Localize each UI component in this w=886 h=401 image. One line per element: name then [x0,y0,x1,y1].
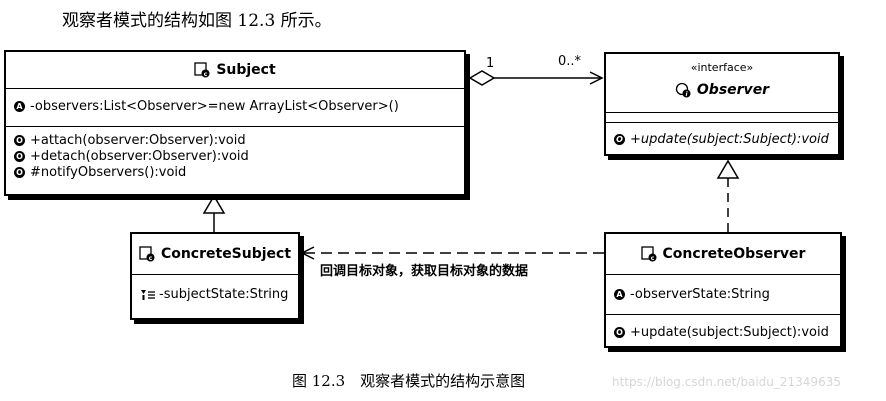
subject-generalization-head [202,194,226,214]
concrete-subject-attribute: -subjectState:String [140,287,288,302]
subject-class[interactable]: c Subject A -observers:List<Observer>=ne… [4,50,466,196]
operation-visibility-icon: O [14,167,25,178]
watermark: https://blog.csdn.net/baidu_21349635 [612,375,841,389]
observer-interface[interactable]: «interface» i Observer O +update(subject… [604,52,840,156]
observer-attributes [606,112,838,122]
observer-realization-head [716,159,740,179]
association-arrowhead [589,71,604,85]
concrete-observer-operation-text: +update(subject:Subject):void [630,325,829,340]
concrete-subject-class[interactable]: c ConcreteSubject -subjectState:String [130,232,300,320]
dependency-arrowhead [300,246,315,260]
target-multiplicity: 0..* [558,54,582,69]
operation-visibility-icon: O [14,151,25,162]
field-list-icon [141,289,155,300]
subject-operation: O #notifyObservers():void [14,165,186,180]
svg-text:c: c [204,71,208,78]
subject-attribute-text: -observers:List<Observer>=new ArrayList<… [30,99,399,114]
concrete-observer-attributes: A -observerState:String [606,274,840,314]
subject-operations: O +attach(observer:Observer):void O +det… [6,126,464,196]
subject-attributes: A -observers:List<Observer>=new ArrayLis… [6,88,464,126]
subject-operation-text: #notifyObservers():void [30,165,187,180]
svg-text:i: i [685,91,688,98]
class-icon: c [139,246,155,262]
interface-icon: i [675,82,691,98]
private-visibility-icon: A [14,101,25,112]
subject-operation: O +attach(observer:Observer):void [14,133,246,148]
observer-header: i Observer [606,78,838,102]
operation-visibility-icon: O [614,134,625,145]
concrete-observer-operations: O +update(subject:Subject):void [606,314,840,348]
subject-attribute: A -observers:List<Observer>=new ArrayLis… [14,99,399,114]
subject-operation-text: +attach(observer:Observer):void [30,133,246,148]
concrete-observer-attribute: A -observerState:String [614,287,770,302]
concrete-subject-attributes: -subjectState:String [132,274,298,318]
observer-operations: O +update(subject:Subject):void [606,122,838,156]
subject-operation-text: +detach(observer:Observer):void [30,149,249,164]
class-icon: c [640,246,657,262]
subject-operation: O +detach(observer:Observer):void [14,149,249,164]
operation-visibility-icon: O [614,327,625,338]
concrete-observer-name: ConcreteObserver [662,246,806,262]
subject-header: c Subject [6,52,464,88]
concrete-observer-header: c ConcreteObserver [606,234,840,274]
intro-text: 观察者模式的结构如图 12.3 所示。 [62,11,332,31]
private-visibility-icon: A [614,289,625,300]
operation-visibility-icon: O [14,135,25,146]
observer-operation-text: +update(subject:Subject):void [630,132,829,147]
concrete-observer-class[interactable]: c ConcreteObserver A -observerState:Stri… [604,232,842,348]
subject-name: Subject [216,62,276,78]
observer-name: Observer [696,82,770,98]
concrete-subject-attribute-text: -subjectState:String [159,287,289,302]
observer-operation: O +update(subject:Subject):void [614,132,829,147]
svg-text:c: c [149,255,153,262]
concrete-subject-header: c ConcreteSubject [132,234,298,274]
source-multiplicity: 1 [486,56,495,71]
dependency-note: 回调目标对象，获取目标对象的数据 [318,260,531,279]
svg-text:c: c [650,255,654,262]
concrete-observer-attribute-text: -observerState:String [630,287,770,302]
class-icon: c [194,62,210,78]
concrete-observer-operation: O +update(subject:Subject):void [614,325,829,340]
figure-caption: 图 12.3 观察者模式的结构示意图 [292,372,526,390]
observer-stereotype: «interface» [690,61,754,74]
aggregation-diamond [468,70,496,86]
concrete-subject-name: ConcreteSubject [160,246,292,262]
